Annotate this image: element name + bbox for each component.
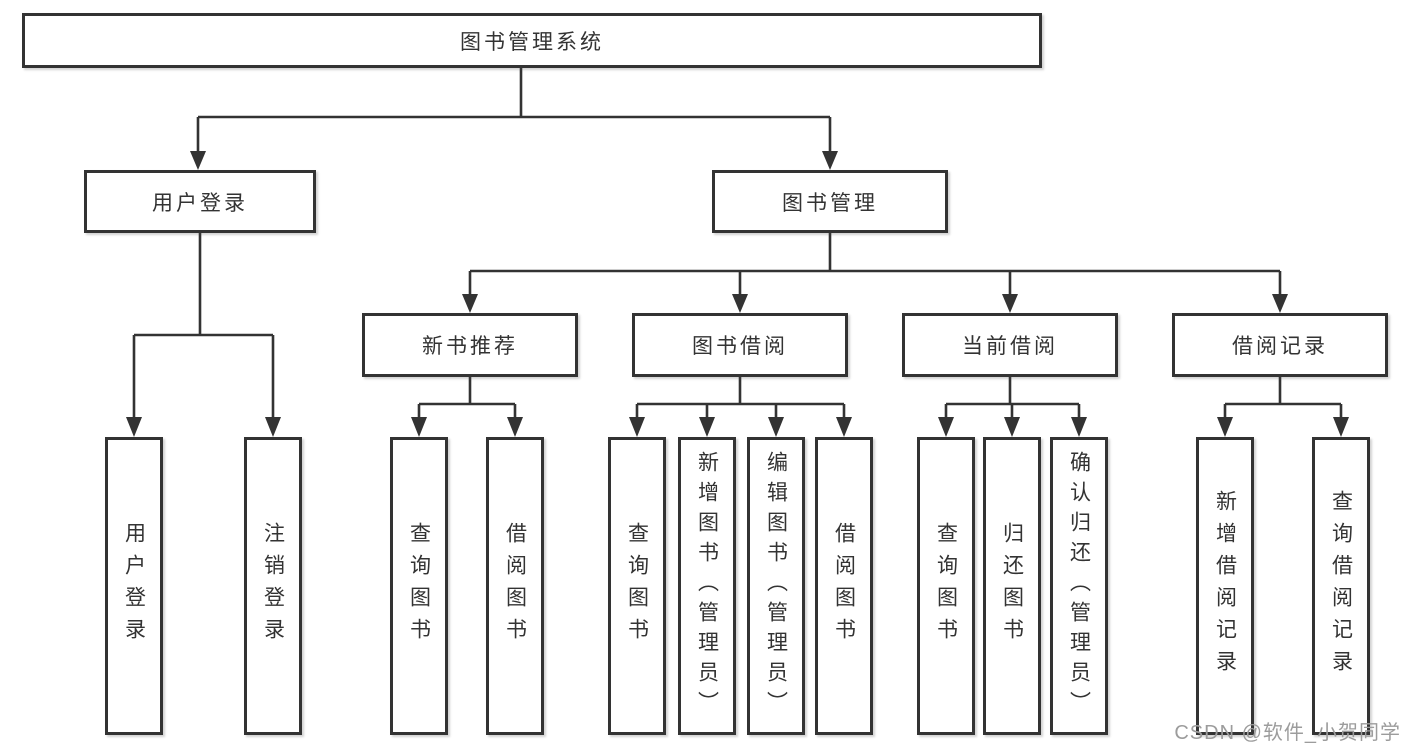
node-current-borrow-label: 当前借阅 xyxy=(962,335,1058,358)
leaf-user-login: 用户登录 xyxy=(105,437,163,735)
leaf-edit-book-admin: 编辑图书（管理员） xyxy=(747,437,805,735)
leaf-logout-label: 注销登录 xyxy=(261,522,285,650)
node-book-management: 图书管理 xyxy=(712,170,948,233)
node-book-borrow: 图书借阅 xyxy=(632,313,848,377)
leaf-recommend-borrow-book: 借阅图书 xyxy=(486,437,544,735)
node-current-borrow: 当前借阅 xyxy=(902,313,1118,377)
leaf-logout: 注销登录 xyxy=(244,437,302,735)
leaf-confirm-return-admin: 确认归还（管理员） xyxy=(1050,437,1108,735)
node-user-login-branch: 用户登录 xyxy=(84,170,316,233)
node-new-book-recommend: 新书推荐 xyxy=(362,313,578,377)
node-user-login-branch-label: 用户登录 xyxy=(152,191,248,215)
leaf-add-book-admin: 新增图书（管理员） xyxy=(678,437,736,735)
leaf-current-query-book: 查询图书 xyxy=(917,437,975,735)
node-borrow-record: 借阅记录 xyxy=(1172,313,1388,377)
leaf-borrow-query-book-label: 查询图书 xyxy=(625,522,649,650)
leaf-return-book: 归还图书 xyxy=(983,437,1041,735)
leaf-borrow-borrow-book: 借阅图书 xyxy=(815,437,873,735)
node-book-borrow-label: 图书借阅 xyxy=(692,335,788,358)
watermark-text: CSDN @软件_小贺同学 xyxy=(1174,722,1401,744)
leaf-edit-book-admin-label: 编辑图书（管理员） xyxy=(764,451,788,721)
leaf-add-borrow-record: 新增借阅记录 xyxy=(1196,437,1254,735)
leaf-current-query-book-label: 查询图书 xyxy=(934,522,958,650)
node-book-management-label: 图书管理 xyxy=(782,191,878,215)
leaf-query-borrow-record-label: 查询借阅记录 xyxy=(1329,490,1353,682)
leaf-return-book-label: 归还图书 xyxy=(1000,522,1024,650)
leaf-user-login-label: 用户登录 xyxy=(122,522,146,650)
node-borrow-record-label: 借阅记录 xyxy=(1232,335,1328,358)
node-new-book-recommend-label: 新书推荐 xyxy=(422,335,518,358)
leaf-borrow-query-book: 查询图书 xyxy=(608,437,666,735)
leaf-add-book-admin-label: 新增图书（管理员） xyxy=(695,451,719,721)
leaf-add-borrow-record-label: 新增借阅记录 xyxy=(1213,490,1237,682)
leaf-query-borrow-record: 查询借阅记录 xyxy=(1312,437,1370,735)
leaf-borrow-borrow-book-label: 借阅图书 xyxy=(832,522,856,650)
leaf-recommend-query-book-label: 查询图书 xyxy=(407,522,431,650)
node-root-label: 图书管理系统 xyxy=(460,30,604,54)
leaf-confirm-return-admin-label: 确认归还（管理员） xyxy=(1067,451,1091,721)
leaf-recommend-borrow-book-label: 借阅图书 xyxy=(503,522,527,650)
leaf-recommend-query-book: 查询图书 xyxy=(390,437,448,735)
node-root: 图书管理系统 xyxy=(22,13,1042,68)
